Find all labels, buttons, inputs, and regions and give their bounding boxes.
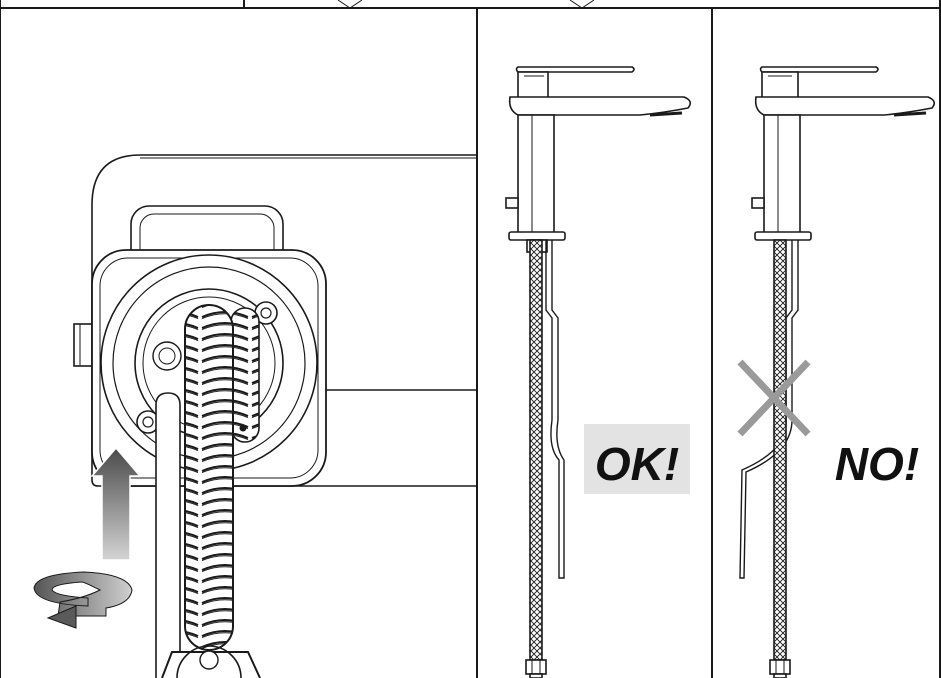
arrow-up-icon <box>90 446 142 561</box>
faucet-incorrect <box>739 66 936 678</box>
cross-mark-icon <box>737 359 811 437</box>
no-label: NO! <box>835 438 919 490</box>
ok-badge: OK! <box>584 424 690 494</box>
rotate-arrow-icon <box>33 571 133 629</box>
mounting-detail <box>73 154 476 678</box>
ok-label: OK! <box>595 438 679 490</box>
faucet-correct <box>505 66 692 678</box>
